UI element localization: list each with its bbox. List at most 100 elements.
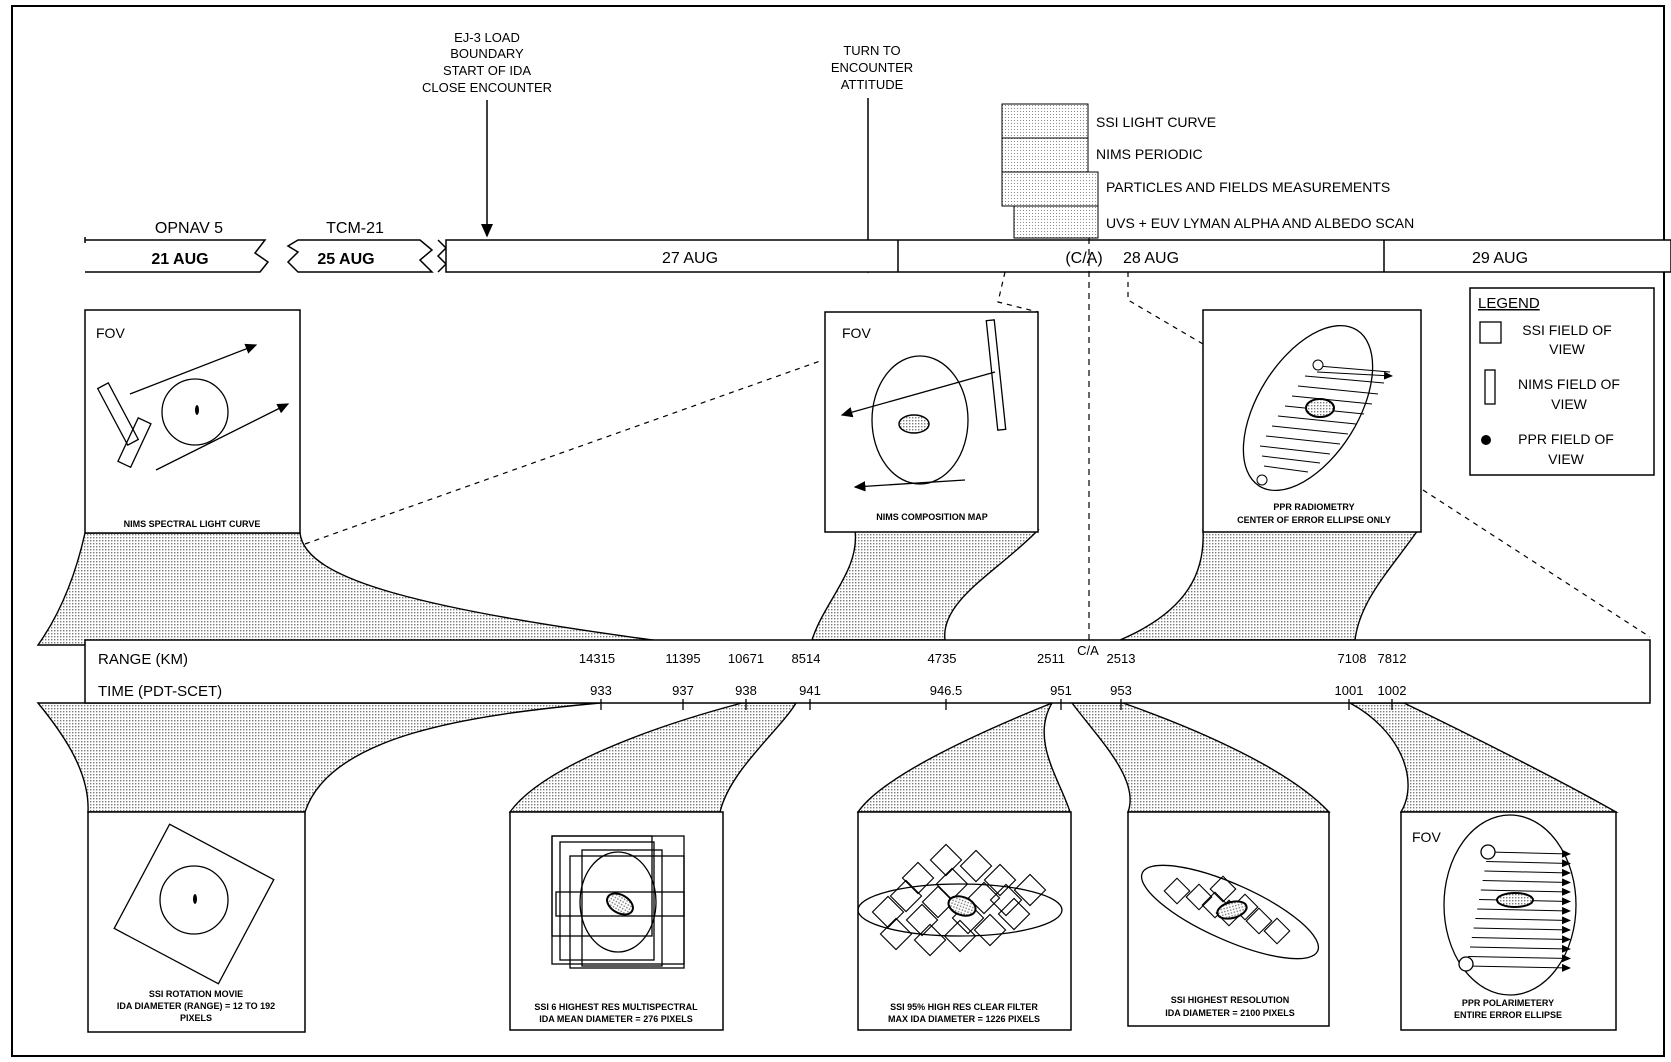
svg-text:SSI HIGHEST RESOLUTION: SSI HIGHEST RESOLUTION (1171, 995, 1290, 1005)
svg-text:PPR FIELD OF: PPR FIELD OF (1518, 431, 1614, 447)
panel-ppr-polarimetery: FOV PPR POLARIMETERY ENTIRE ERROR ELLIPS… (1400, 811, 1617, 1031)
ssi-frame-square (935, 867, 969, 901)
range-value: 4735 (928, 651, 957, 666)
svg-text:VIEW: VIEW (1551, 396, 1588, 412)
svg-text:SSI 95% HIGH RES CLEAR FILTER: SSI 95% HIGH RES CLEAR FILTER (890, 1002, 1038, 1012)
range-values: 14315 11395 10671 8514 4735 2511 2513 7108 7812 (579, 651, 1407, 666)
svg-text:ENCOUNTER: ENCOUNTER (831, 60, 913, 75)
svg-text:TIME (PDT-SCET): TIME (PDT-SCET) (98, 683, 222, 700)
activity-bar-particles-fields (1001, 171, 1099, 207)
callout-lines-top (304, 271, 1651, 638)
time-value: 1002 (1378, 683, 1407, 698)
date-25-aug: 25 AUG (317, 251, 374, 268)
svg-text:FOV: FOV (96, 325, 125, 341)
ssi-frame-square (921, 885, 955, 919)
time-value: 937 (672, 683, 694, 698)
scan-line (1475, 916, 1571, 925)
scan-line (1473, 925, 1571, 934)
svg-text:CENTER OF ERROR ELLIPSE ONLY: CENTER OF ERROR ELLIPSE ONLY (1237, 515, 1391, 525)
time-value: 951 (1050, 683, 1072, 698)
scan-line (1469, 944, 1571, 953)
activity-bar-nims-periodic (1001, 137, 1089, 173)
svg-text:START OF IDA: START OF IDA (443, 63, 531, 78)
activity-label-nims-periodic: NIMS PERIODIC (1096, 146, 1203, 162)
opnav-label: OPNAV 5 (155, 220, 223, 237)
svg-text:PPR POLARIMETERY: PPR POLARIMETERY (1462, 998, 1554, 1008)
svg-text:IDA DIAMETER = 2100 PIXELS: IDA DIAMETER = 2100 PIXELS (1165, 1008, 1294, 1018)
svg-text:PPR RADIOMETRY: PPR RADIOMETRY (1273, 502, 1354, 512)
panel-ssi-multispectral: SSI 6 HIGHEST RES MULTISPECTRAL IDA MEAN… (509, 811, 724, 1031)
panel-nims-spectral-light-curve: FOV NIMS SPECTRAL LIGHT CURVE (84, 309, 301, 534)
activity-label-particles-fields: PARTICLES AND FIELDS MEASUREMENTS (1106, 179, 1390, 195)
ssi-frame-square (983, 863, 1017, 897)
svg-text:NIMS SPECTRAL LIGHT CURVE: NIMS SPECTRAL LIGHT CURVE (124, 519, 261, 529)
svg-text:SSI FIELD OF: SSI FIELD OF (1522, 322, 1611, 338)
svg-text:TURN TO: TURN TO (843, 43, 900, 58)
scan-line (1471, 935, 1571, 944)
range-time-scale: RANGE (KM) TIME (PDT-SCET) C/A 14315 1139… (84, 639, 1651, 710)
range-value: 2513 (1107, 651, 1136, 666)
range-value: 7812 (1378, 651, 1407, 666)
time-value: 1001 (1335, 683, 1364, 698)
activity-blocks (1001, 103, 1099, 239)
time-value: 941 (799, 683, 821, 698)
ssi-frame-square (905, 903, 939, 937)
date-27-aug: 27 AUG (662, 250, 718, 267)
shaded-connectors-top (36, 529, 1420, 646)
ssi-frame-square (943, 919, 977, 953)
time-value: 938 (735, 683, 757, 698)
range-value: 10671 (728, 651, 764, 666)
ssi-frame-square (967, 881, 1001, 915)
activity-label-ssi-light-curve: SSI LIGHT CURVE (1096, 114, 1216, 130)
ssi-frame-square (889, 879, 923, 913)
scan-line (1484, 868, 1571, 877)
ssi-fov-legend-icon (1479, 321, 1502, 344)
svg-text:VIEW: VIEW (1549, 341, 1586, 357)
panel-nims-composition-map: FOV NIMS COMPOSITION MAP (824, 311, 1039, 533)
range-value: 8514 (792, 651, 821, 666)
svg-text:MAX IDA DIAMETER = 1226 PIXELS: MAX IDA DIAMETER = 1226 PIXELS (888, 1014, 1040, 1024)
scan-line (1487, 849, 1571, 858)
svg-text:IDA MEAN DIAMETER = 276 PIXELS: IDA MEAN DIAMETER = 276 PIXELS (539, 1014, 692, 1024)
range-value: 14315 (579, 651, 615, 666)
ppr-fov-legend-icon (1481, 435, 1491, 445)
svg-text:NIMS COMPOSITION MAP: NIMS COMPOSITION MAP (876, 512, 988, 522)
ej3-event-label: EJ-3 LOAD BOUNDARY START OF IDA CLOSE EN… (422, 30, 552, 95)
range-value: 2511 (1037, 651, 1065, 666)
range-value: 11395 (665, 651, 700, 666)
ssi-frame-square (997, 897, 1031, 931)
svg-text:SSI ROTATION MOVIE: SSI ROTATION MOVIE (149, 989, 243, 999)
ssi-frame-square (879, 917, 913, 951)
activity-bar-ssi-light-curve (1001, 103, 1089, 139)
svg-text:FOV: FOV (842, 325, 871, 341)
date-21-aug: 21 AUG (151, 251, 208, 268)
range-value: 7108 (1338, 651, 1367, 666)
figure-border (11, 5, 1665, 1057)
ssi-frame-square (959, 849, 993, 883)
activity-label-uvs-euv: UVS + EUV LYMAN ALPHA AND ALBEDO SCAN (1106, 215, 1414, 231)
activity-bar-uvs-euv (1013, 205, 1099, 239)
svg-text:RANGE (KM): RANGE (KM) (98, 651, 188, 668)
ca-scale-label: C/A (1077, 643, 1099, 658)
date-28-aug: 28 AUG (1123, 250, 1179, 267)
scan-line (1480, 887, 1571, 896)
scan-line (1468, 954, 1571, 963)
panel-ssi-rotation-movie: SSI ROTATION MOVIE IDA DIAMETER (RANGE) … (87, 811, 306, 1033)
svg-text:BOUNDARY: BOUNDARY (450, 46, 524, 61)
nims-fov-legend-icon (1484, 369, 1496, 405)
time-value: 933 (590, 683, 612, 698)
svg-text:ATTITUDE: ATTITUDE (841, 77, 904, 92)
shaded-connectors-bottom (36, 701, 1619, 813)
svg-text:VIEW: VIEW (1548, 451, 1585, 467)
svg-text:FOV: FOV (1412, 829, 1441, 845)
ssi-frame-square (973, 913, 1007, 947)
ca-marker-label: (C/A) (1065, 250, 1102, 267)
svg-text:EJ-3 LOAD: EJ-3 LOAD (454, 30, 520, 45)
ssi-frame-square (913, 923, 947, 957)
scan-line (1482, 878, 1571, 887)
panel-ppr-radiometry: PPR RADIOMETRY CENTER OF ERROR ELLIPSE O… (1202, 309, 1422, 533)
panel-ssi-clear-filter: SSI 95% HIGH RES CLEAR FILTER MAX IDA DI… (857, 811, 1072, 1031)
ssi-frame-square (929, 843, 963, 877)
